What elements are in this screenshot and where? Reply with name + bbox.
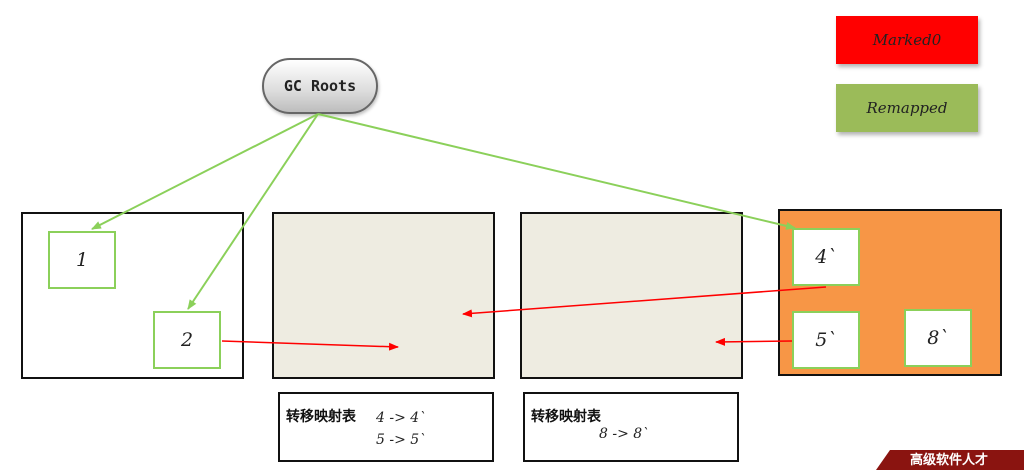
object-2: 2 [153, 311, 221, 369]
object-8-prime: 8` [904, 309, 972, 367]
ref-arrow-roots-to-2 [187, 113, 319, 310]
forward-table-2-row-1: 8 -> 8` [599, 426, 650, 442]
legend-remapped-label: Remapped [866, 99, 948, 117]
forward-table-1: 转移映射表 4 -> 4` 5 -> 5` [278, 392, 494, 462]
forward-arrow-4-prime [462, 286, 827, 318]
gc-roots-node: GC Roots [262, 58, 378, 114]
forward-table-1-row-2: 5 -> 5` [376, 432, 427, 448]
forward-arrow-2 [221, 340, 399, 351]
forward-table-2-title: 转移映射表 [531, 409, 601, 425]
forward-arrow-5-prime [715, 337, 793, 346]
forward-table-1-title: 转移映射表 [286, 409, 356, 425]
gc-roots-label: GC Roots [283, 77, 357, 95]
forward-table-2: 转移映射表 8 -> 8` [523, 392, 739, 462]
corner-banner-text: 高级软件人才 [910, 453, 989, 468]
legend-marked0-label: Marked0 [872, 31, 942, 49]
object-1: 1 [48, 231, 116, 289]
corner-banner: 高级软件人才 [876, 450, 1024, 470]
object-8-prime-label: 8` [927, 327, 949, 349]
object-4-prime-label: 4` [815, 246, 837, 268]
object-5-prime: 5` [792, 311, 860, 369]
region-2 [272, 212, 495, 379]
forward-table-1-row-1: 4 -> 4` [376, 410, 427, 426]
legend-remapped: Remapped [836, 84, 978, 132]
object-2-label: 2 [180, 329, 194, 351]
legend-marked0: Marked0 [836, 16, 978, 64]
object-5-prime-label: 5` [815, 329, 837, 351]
ref-arrow-roots-to-4-prime [317, 113, 796, 230]
object-1-label: 1 [75, 249, 89, 271]
object-4-prime: 4` [792, 228, 860, 286]
ref-arrow-roots-to-1 [91, 113, 319, 230]
